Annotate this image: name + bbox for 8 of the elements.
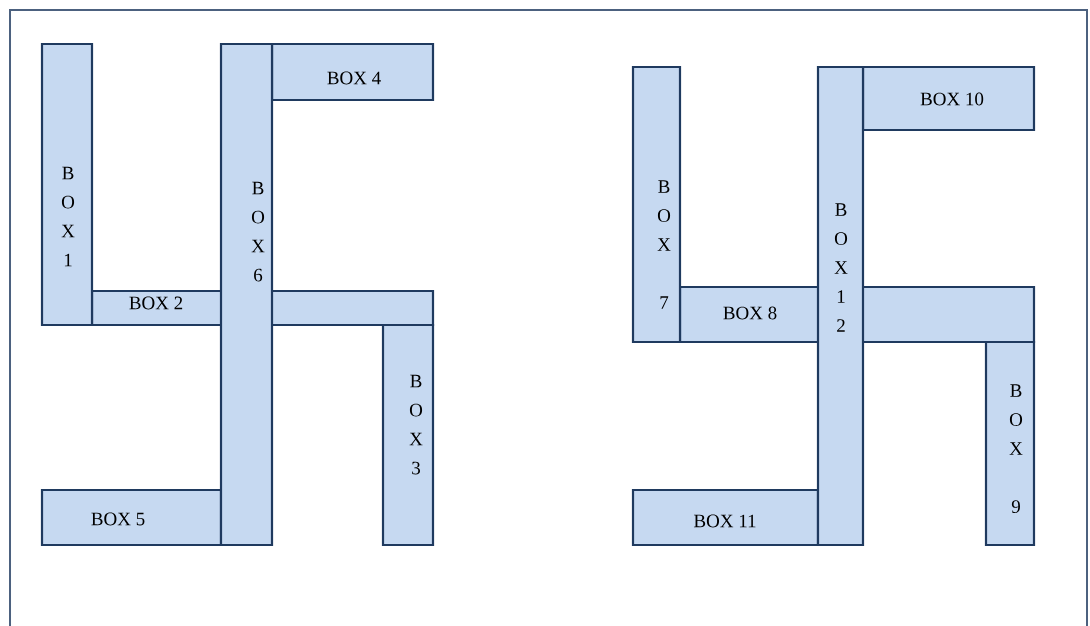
box: BOX 9 — [984, 340, 1036, 547]
box: BOX 11 — [631, 488, 820, 547]
box: BOX 1 — [40, 42, 94, 327]
box: BOX 10 — [861, 65, 1036, 132]
box: BOX 4 — [270, 42, 435, 102]
box: BOX 5 — [40, 488, 223, 547]
box: BOX 7 — [631, 65, 682, 344]
box: BOX 3 — [381, 323, 435, 547]
